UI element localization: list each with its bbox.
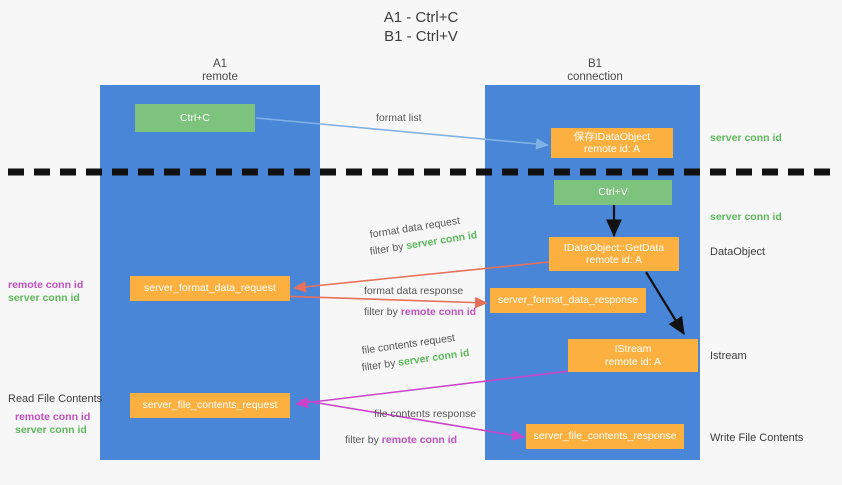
left-label-remote-conn-id-1: remote conn id xyxy=(8,279,84,291)
edge-label-format-data-response: format data response filter by remote co… xyxy=(364,285,476,319)
lane-b1-name: B1 xyxy=(587,58,603,70)
edge-label-file-contents-response-filter: filter by remote conn id xyxy=(345,434,476,447)
box-ctrl-c-label: Ctrl+C xyxy=(179,111,211,124)
left-annotation-format: remote conn id server conn id xyxy=(8,279,83,305)
left-label-server-conn-id-1: server conn id xyxy=(8,292,80,304)
arrow-format-list xyxy=(255,117,549,150)
filter-value-remote-conn-id: remote conn id xyxy=(381,434,458,446)
edge-label-file-contents-response-line1: file contents response xyxy=(374,408,477,420)
filter-prefix: filter by xyxy=(369,240,408,258)
page-title: A1 - Ctrl+C B1 - Ctrl+V xyxy=(0,8,842,46)
title-line-1: A1 - Ctrl+C xyxy=(383,9,459,26)
right-label-server-conn-id-mid: server conn id xyxy=(710,211,782,223)
box-server-file-contents-response-label: server_file_contents_response xyxy=(533,430,677,443)
right-label-istream: Istream xyxy=(710,350,747,362)
filter-prefix: filter by xyxy=(364,306,401,318)
box-istream-line1: IStream xyxy=(614,343,652,355)
box-server-format-data-response[interactable]: server_format_data_response xyxy=(490,288,646,313)
box-istream[interactable]: IStream remote id: A xyxy=(568,339,698,372)
box-server-format-data-request[interactable]: server_format_data_request xyxy=(130,276,290,301)
box-idataobject-getdata-line1: IDataObject::GetData xyxy=(563,241,665,254)
lane-a1-name: A1 xyxy=(212,58,228,70)
filter-value-remote-conn-id: remote conn id xyxy=(400,306,477,318)
right-label-write-file-contents: Write File Contents xyxy=(710,432,804,444)
arrow-getdata-to-istream xyxy=(645,271,685,335)
box-server-file-contents-request-label: server_file_contents_request xyxy=(142,399,278,412)
left-annotation-file-contents: remote conn id server conn id xyxy=(15,411,90,437)
filter-prefix: filter by xyxy=(361,356,400,374)
filter-prefix: filter by xyxy=(345,434,382,446)
box-ctrl-v-label: Ctrl+V xyxy=(598,186,628,199)
arrow-file-contents-response xyxy=(299,399,525,441)
arrow-format-data-request xyxy=(293,261,550,293)
left-label-server-conn-id-2: server conn id xyxy=(15,424,87,436)
edge-label-file-contents-response: file contents response filter by remote … xyxy=(345,408,476,447)
lane-b1-sub: connection xyxy=(567,71,623,83)
box-server-format-data-response-label: server_format_data_response xyxy=(497,294,639,307)
box-server-file-contents-request[interactable]: server_file_contents_request xyxy=(130,393,290,418)
box-server-format-data-request-label: server_format_data_request xyxy=(144,282,276,295)
right-label-dataobject: DataObject xyxy=(710,246,766,258)
title-line-2: B1 - Ctrl+V xyxy=(384,28,458,45)
left-label-read-file-contents: Read File Contents xyxy=(8,393,103,405)
right-label-server-conn-id-top: server conn id xyxy=(710,132,782,144)
lane-header-a1: A1 remote xyxy=(100,58,340,84)
box-server-file-contents-response[interactable]: server_file_contents_response xyxy=(526,424,684,449)
box-istream-line2: remote id: A xyxy=(604,355,662,368)
box-store-idataobject-line2: remote id: A xyxy=(583,143,641,155)
box-store-idataobject[interactable]: 保存IDataObject remote id: A xyxy=(551,128,673,158)
edge-label-format-data-response-line1: format data response xyxy=(364,285,464,297)
box-idataobject-getdata[interactable]: IDataObject::GetData remote id: A xyxy=(549,237,679,271)
lane-a1-sub: remote xyxy=(202,71,238,83)
edge-label-file-contents-request: file contents request filter by server c… xyxy=(361,332,470,375)
box-ctrl-c[interactable]: Ctrl+C xyxy=(135,104,255,132)
left-label-remote-conn-id-2: remote conn id xyxy=(15,411,91,423)
lane-header-b1: B1 connection xyxy=(485,58,705,84)
edge-label-format-data-response-filter: filter by remote conn id xyxy=(364,306,476,319)
box-store-idataobject-line1: 保存IDataObject xyxy=(573,130,651,143)
box-idataobject-getdata-line2: remote id: A xyxy=(585,254,643,266)
edge-label-format-data-request: format data request filter by server con… xyxy=(369,215,478,259)
box-ctrl-v[interactable]: Ctrl+V xyxy=(554,180,672,205)
edge-label-format-list: format list xyxy=(376,112,422,124)
